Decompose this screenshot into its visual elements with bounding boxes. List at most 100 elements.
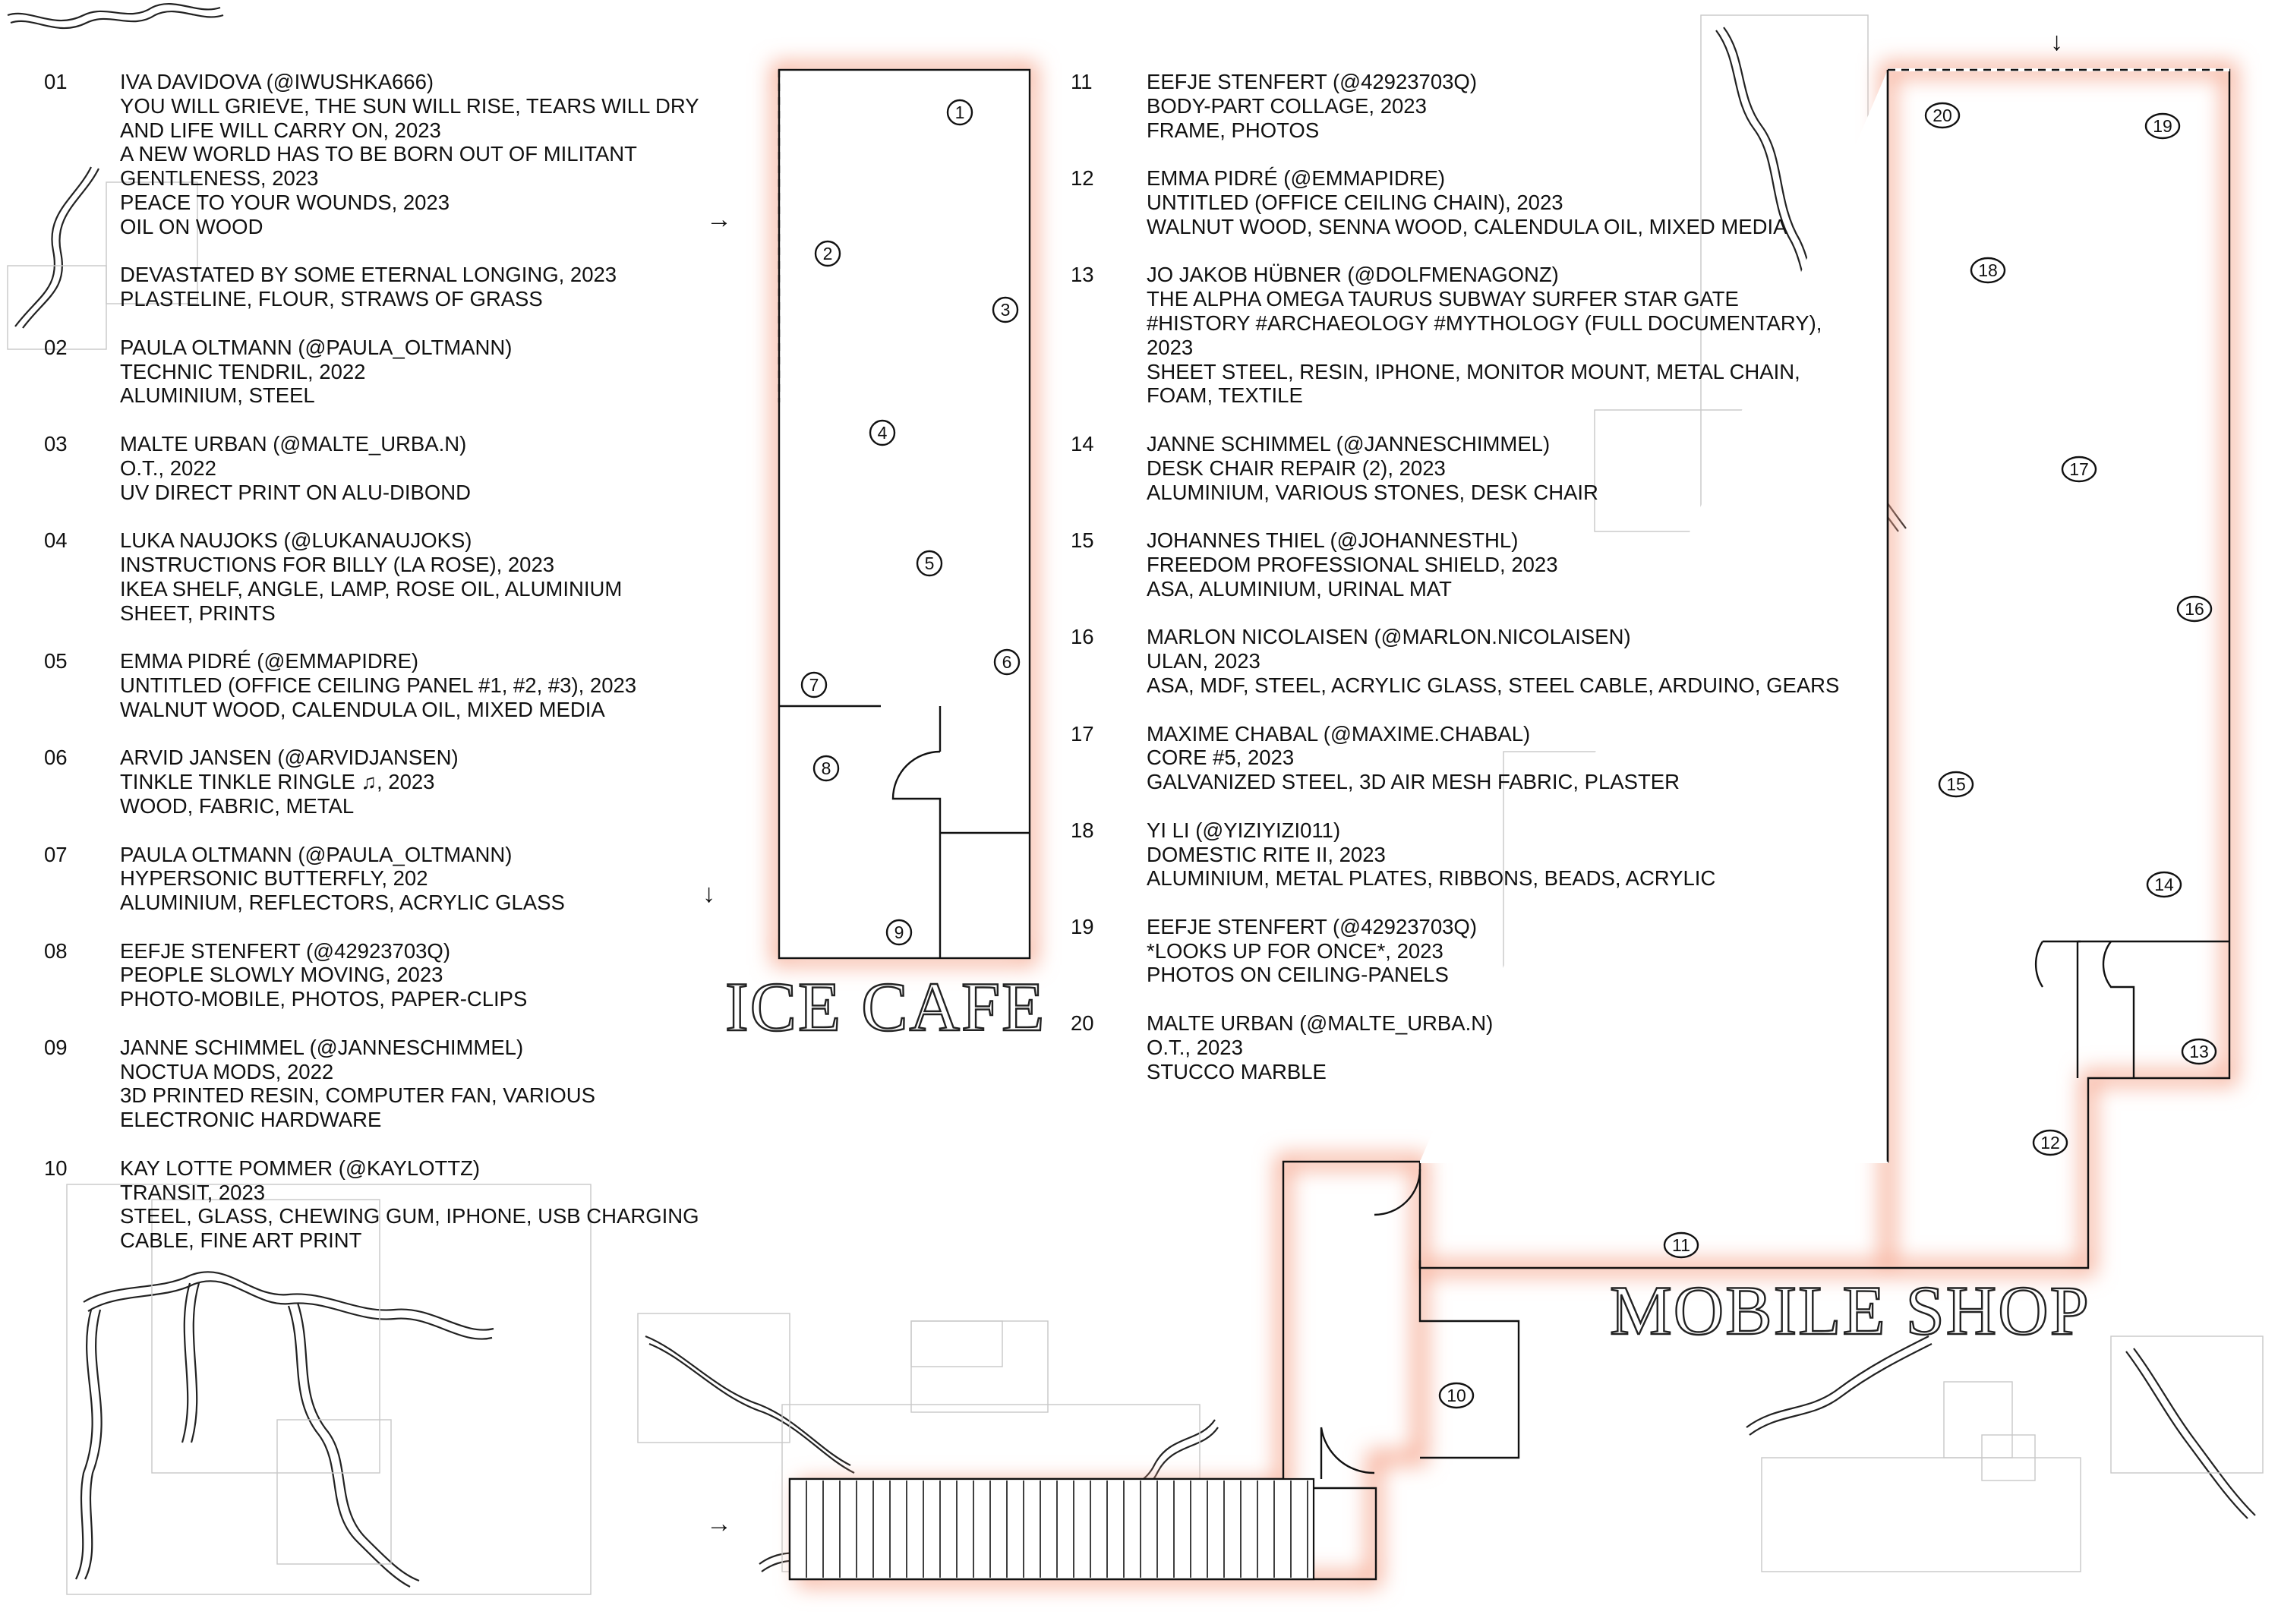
svg-text:8: 8 bbox=[822, 758, 831, 778]
artwork-number: 01 bbox=[44, 70, 68, 93]
artist-name: YI LI (@YIZIYIZI011) bbox=[1147, 818, 1341, 842]
arrow-down-icon: ↓ bbox=[2050, 27, 2063, 56]
artwork-detail-line: HYPERSONIC BUTTERFLY, 202 bbox=[120, 866, 428, 891]
artwork-detail-line: YOU WILL GRIEVE, THE SUN WILL RISE, TEAR… bbox=[120, 93, 699, 118]
artwork-number: 15 bbox=[1071, 528, 1094, 553]
artist-name: JO JAKOB HÜBNER (@DOLFMENAGONZ) bbox=[1147, 263, 1559, 287]
artist-name: EEFJE STENFERT (@42923703Q) bbox=[1147, 70, 1477, 93]
svg-text:17: 17 bbox=[2069, 459, 2089, 479]
svg-text:7: 7 bbox=[809, 675, 819, 695]
svg-text:6: 6 bbox=[1002, 652, 1012, 672]
arrow-right-icon: → bbox=[706, 1509, 732, 1538]
artwork-list-left: 01 IVA DAVIDOVA (@IWUSHKA666)YOU WILL GRI… bbox=[44, 70, 743, 1277]
artwork-detail-line: *LOOKS UP FOR ONCE*, 2023 bbox=[1147, 938, 1443, 963]
artwork-number: 13 bbox=[1071, 263, 1094, 287]
artwork-detail-line: BODY-PART COLLAGE, 2023 bbox=[1147, 93, 1427, 118]
artwork-number: 08 bbox=[44, 938, 68, 963]
artwork-entry: 16 MARLON NICOLAISEN (@MARLON.NICOLAISEN)… bbox=[1071, 625, 1891, 697]
artwork-entry: 01 IVA DAVIDOVA (@IWUSHKA666)YOU WILL GRI… bbox=[44, 70, 743, 311]
artwork-entry: 09 JANNE SCHIMMEL (@JANNESCHIMMEL)NOCTUA … bbox=[44, 1036, 743, 1132]
artwork-detail-line: 3D PRINTED RESIN, COMPUTER FAN, VARIOUS bbox=[120, 1083, 595, 1108]
artist-name: PAULA OLTMANN (@PAULA_OLTMANN) bbox=[120, 335, 513, 359]
artist-name: MARLON NICOLAISEN (@MARLON.NICOLAISEN) bbox=[1147, 625, 1631, 649]
artwork-detail-line: WOOD, FABRIC, METAL bbox=[120, 793, 355, 818]
artist-name: IVA DAVIDOVA (@IWUSHKA666) bbox=[120, 70, 434, 93]
ice-cafe-room bbox=[772, 63, 1036, 965]
artwork-number: 09 bbox=[44, 1035, 68, 1059]
artwork-detail-line: NOCTUA MODS, 2022 bbox=[120, 1059, 334, 1083]
artwork-detail-line: DEVASTATED BY SOME ETERNAL LONGING, 2023 bbox=[120, 263, 617, 287]
artwork-detail-line: CORE #5, 2023 bbox=[1147, 746, 1295, 770]
marker-18: 18 bbox=[1970, 257, 2006, 284]
arrow-right-icon: → bbox=[706, 205, 732, 234]
artwork-detail-line: ALUMINIUM, STEEL bbox=[120, 383, 315, 408]
svg-text:13: 13 bbox=[2189, 1042, 2209, 1061]
artwork-detail-line: CABLE, FINE ART PRINT bbox=[120, 1228, 362, 1253]
artist-name: KAY LOTTE POMMER (@KAYLOTTZ) bbox=[120, 1156, 481, 1180]
svg-text:19: 19 bbox=[2153, 116, 2172, 136]
artwork-detail-line: IKEA SHELF, ANGLE, LAMP, ROSE OIL, ALUMI… bbox=[120, 576, 623, 601]
artwork-detail-line: INSTRUCTIONS FOR BILLY (LA ROSE), 2023 bbox=[120, 552, 555, 576]
artist-name: EEFJE STENFERT (@42923703Q) bbox=[1147, 914, 1477, 938]
svg-text:20: 20 bbox=[1933, 106, 1952, 125]
artwork-detail-line: O.T., 2023 bbox=[1147, 1035, 1243, 1059]
marker-10: 10 bbox=[1438, 1382, 1475, 1409]
artwork-detail-line: FOAM, TEXTILE bbox=[1147, 383, 1303, 408]
ice-cafe-label: ICE CAFE bbox=[724, 968, 1046, 1045]
artwork-detail-line: TECHNIC TENDRIL, 2022 bbox=[120, 359, 366, 383]
artwork-detail-line: GALVANIZED STEEL, 3D AIR MESH FABRIC, PL… bbox=[1147, 770, 1680, 794]
artwork-detail-line: DOMESTIC RITE II, 2023 bbox=[1147, 842, 1386, 866]
artwork-number: 04 bbox=[44, 528, 68, 553]
artwork-detail-line: PEACE TO YOUR WOUNDS, 2023 bbox=[120, 190, 450, 214]
artwork-detail-line: PEOPLE SLOWLY MOVING, 2023 bbox=[120, 963, 443, 987]
artwork-entry: 02 PAULA OLTMANN (@PAULA_OLTMANN)TECHNIC … bbox=[44, 336, 743, 408]
marker-3: 3 bbox=[992, 296, 1019, 323]
mobile-shop-label: MOBILE SHOP bbox=[1609, 1272, 2090, 1349]
marker-4: 4 bbox=[869, 419, 896, 446]
marker-1: 1 bbox=[946, 99, 973, 126]
artist-name: ARVID JANSEN (@ARVIDJANSEN) bbox=[120, 746, 459, 770]
marker-14: 14 bbox=[2146, 871, 2182, 898]
artwork-number: 07 bbox=[44, 842, 68, 866]
artwork-detail-line: UNTITLED (OFFICE CEILING CHAIN), 2023 bbox=[1147, 190, 1563, 214]
stair-treads bbox=[806, 1481, 1308, 1578]
artwork-detail-line: ULAN, 2023 bbox=[1147, 649, 1260, 673]
marker-16: 16 bbox=[2176, 595, 2213, 623]
svg-text:1: 1 bbox=[955, 102, 965, 122]
marker-11: 11 bbox=[1663, 1231, 1699, 1259]
artwork-detail-line: 2023 bbox=[1147, 335, 1194, 359]
artwork-number: 16 bbox=[1071, 625, 1094, 649]
marker-2: 2 bbox=[814, 240, 841, 267]
artwork-number: 02 bbox=[44, 335, 68, 359]
artwork-detail-line: #HISTORY #ARCHAEOLOGY #MYTHOLOGY (FULL D… bbox=[1147, 311, 1822, 335]
artwork-number: 12 bbox=[1071, 166, 1094, 191]
artwork-number: 14 bbox=[1071, 431, 1094, 456]
artwork-detail-line: OIL ON WOOD bbox=[120, 214, 263, 238]
artist-name: PAULA OLTMANN (@PAULA_OLTMANN) bbox=[120, 842, 513, 866]
artist-name: JOHANNES THIEL (@JOHANNESTHL) bbox=[1147, 528, 1519, 553]
svg-text:5: 5 bbox=[925, 553, 935, 573]
marker-20: 20 bbox=[1924, 102, 1961, 129]
artist-name: JANNE SCHIMMEL (@JANNESCHIMMEL) bbox=[120, 1035, 524, 1059]
marker-17: 17 bbox=[2061, 456, 2097, 483]
marker-5: 5 bbox=[916, 550, 943, 577]
artwork-detail-line: TINKLE TINKLE RINGLE ♫, 2023 bbox=[120, 770, 435, 794]
marker-6: 6 bbox=[993, 648, 1021, 676]
artwork-detail-line: AND LIFE WILL CARRY ON, 2023 bbox=[120, 118, 441, 142]
svg-text:9: 9 bbox=[894, 922, 904, 942]
